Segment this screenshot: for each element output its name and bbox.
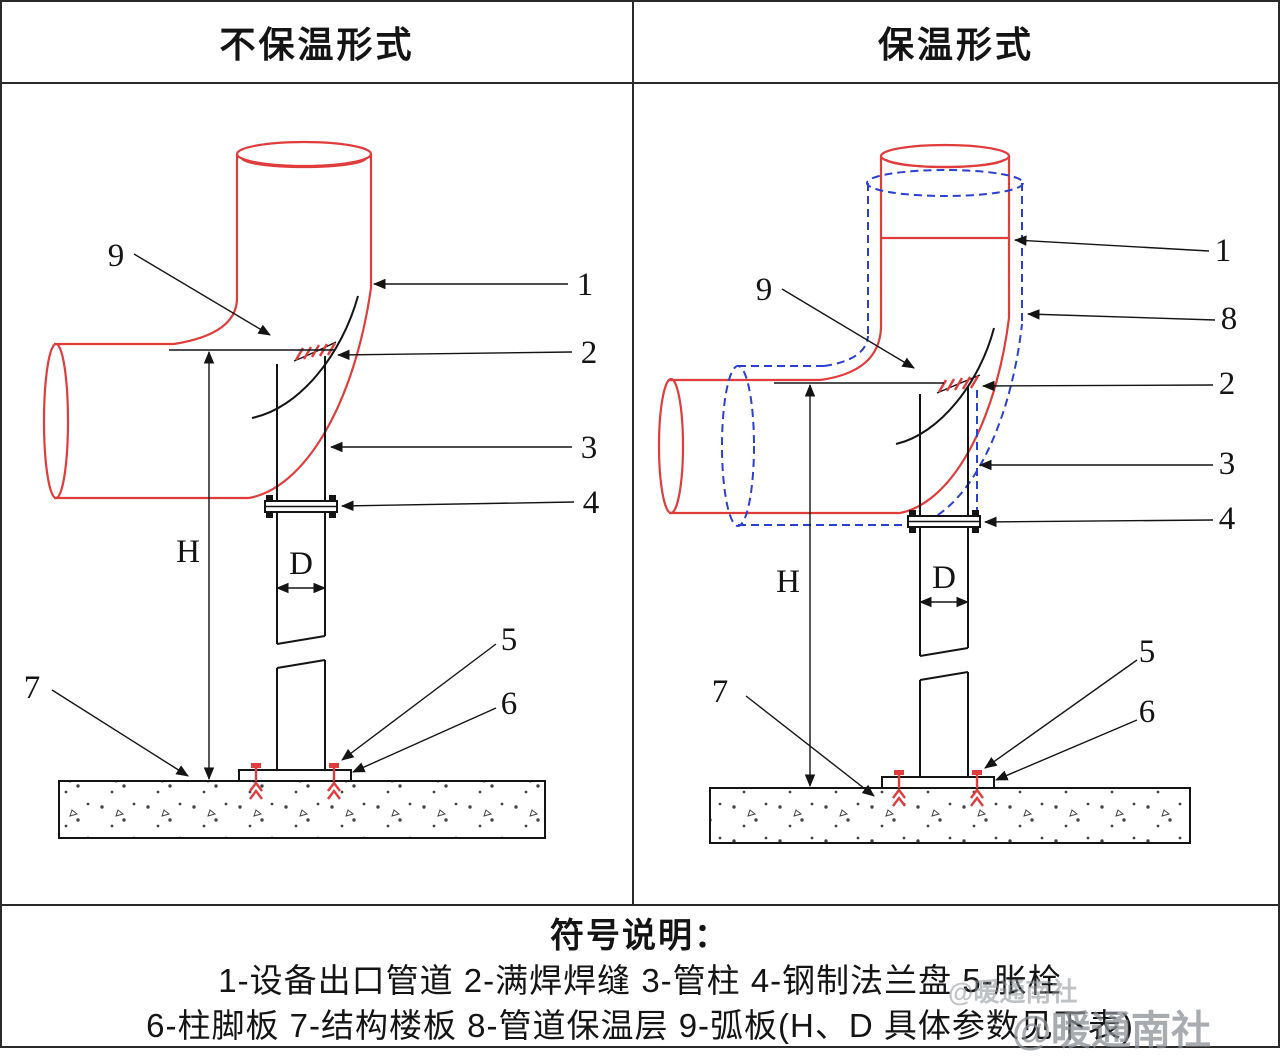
leader-4: [340, 500, 575, 512]
outlet-pipe-elbow: [657, 143, 1011, 515]
callout-2: 2: [1219, 366, 1236, 402]
outlet-pipe-elbow: [42, 140, 373, 500]
callout-1: 1: [1215, 233, 1232, 269]
callout-5: 5: [501, 622, 518, 658]
flange: [907, 510, 981, 533]
uninsulated-diagram-svg: H D 9 1 2 3 4: [24, 140, 600, 839]
callout-3: 3: [1219, 446, 1236, 482]
diagram-row: H D 9 1 2 3 4: [2, 84, 1278, 906]
callout-7: 7: [24, 670, 41, 706]
leader-6: [352, 707, 497, 773]
weld-seam: [936, 374, 981, 394]
arc-plate: [895, 327, 995, 445]
pipe-column: [276, 356, 326, 770]
leader-4: [983, 516, 1214, 528]
leader-7: [745, 695, 875, 797]
dimension-D-label: D: [932, 560, 956, 596]
legend-line-2: 6-柱脚板 7-结构楼板 8-管道保温层 9-弧板(H、D 具体参数见下表): [146, 1007, 1134, 1044]
leader-6: [995, 719, 1138, 781]
callout-6: 6: [501, 686, 518, 722]
callout-6: 6: [1139, 694, 1156, 730]
header-insulated-label: 保温形式: [877, 24, 1034, 65]
symbol-legend: 符号说明： 1-设备出口管道 2-满焊焊缝 3-管柱 4-钢制法兰盘 5-胀栓 …: [2, 906, 1278, 1046]
callout-5: 5: [1139, 634, 1156, 670]
flange: [264, 495, 338, 518]
callout-9: 9: [108, 238, 125, 274]
callout-7: 7: [712, 674, 729, 710]
callout-4: 4: [583, 485, 600, 521]
leader-7: [51, 689, 189, 777]
legend-line-1: 1-设备出口管道 2-满焊焊缝 3-管柱 4-钢制法兰盘 5-胀栓: [218, 962, 1062, 999]
callout-4: 4: [1219, 501, 1236, 537]
dimension-D: D: [918, 560, 970, 608]
anchor-bolts: [892, 770, 984, 807]
leader-5: [341, 643, 497, 761]
leader-9: [781, 288, 915, 369]
leader-2: [981, 380, 1214, 392]
callouts: 9 1 8 2 3 4 5 6 7: [712, 233, 1238, 797]
header-row: 不保温形式 保温形式: [2, 2, 1278, 84]
dimension-H-label: H: [176, 534, 200, 570]
arc-plate: [251, 295, 359, 419]
uninsulated-diagram-panel: H D 9 1 2 3 4: [2, 84, 632, 904]
pipe-column: [919, 386, 969, 777]
leader-2: [336, 349, 573, 361]
header-insulated: 保温形式: [632, 2, 1278, 82]
legend-title: 符号说明：: [550, 917, 730, 955]
insulated-diagram-svg: H D 9 1 8 2 3: [657, 143, 1238, 844]
anchor-bolts: [249, 763, 341, 800]
concrete-slab: [709, 787, 1191, 844]
callouts: 9 1 2 3 4 5 6 7: [24, 238, 600, 777]
callout-8: 8: [1221, 301, 1238, 337]
dimension-H: H: [169, 349, 334, 781]
dimension-H-label: H: [776, 564, 800, 600]
dimension-D: D: [275, 546, 327, 594]
leader-9: [133, 253, 271, 336]
concrete-slab: [58, 780, 546, 839]
dimension-H: H: [774, 382, 944, 788]
insulation-outline: [721, 169, 1024, 527]
leader-5: [984, 659, 1138, 769]
header-uninsulated-label: 不保温形式: [219, 24, 415, 65]
leader-8: [1026, 309, 1216, 321]
insulated-diagram-panel: H D 9 1 8 2 3: [632, 84, 1278, 904]
callout-3: 3: [581, 430, 598, 466]
callout-9: 9: [756, 272, 773, 308]
callout-1: 1: [577, 267, 594, 303]
leader-1: [1013, 235, 1210, 252]
callout-2: 2: [581, 335, 598, 371]
header-uninsulated: 不保温形式: [2, 2, 632, 82]
dimension-D-label: D: [289, 546, 313, 582]
